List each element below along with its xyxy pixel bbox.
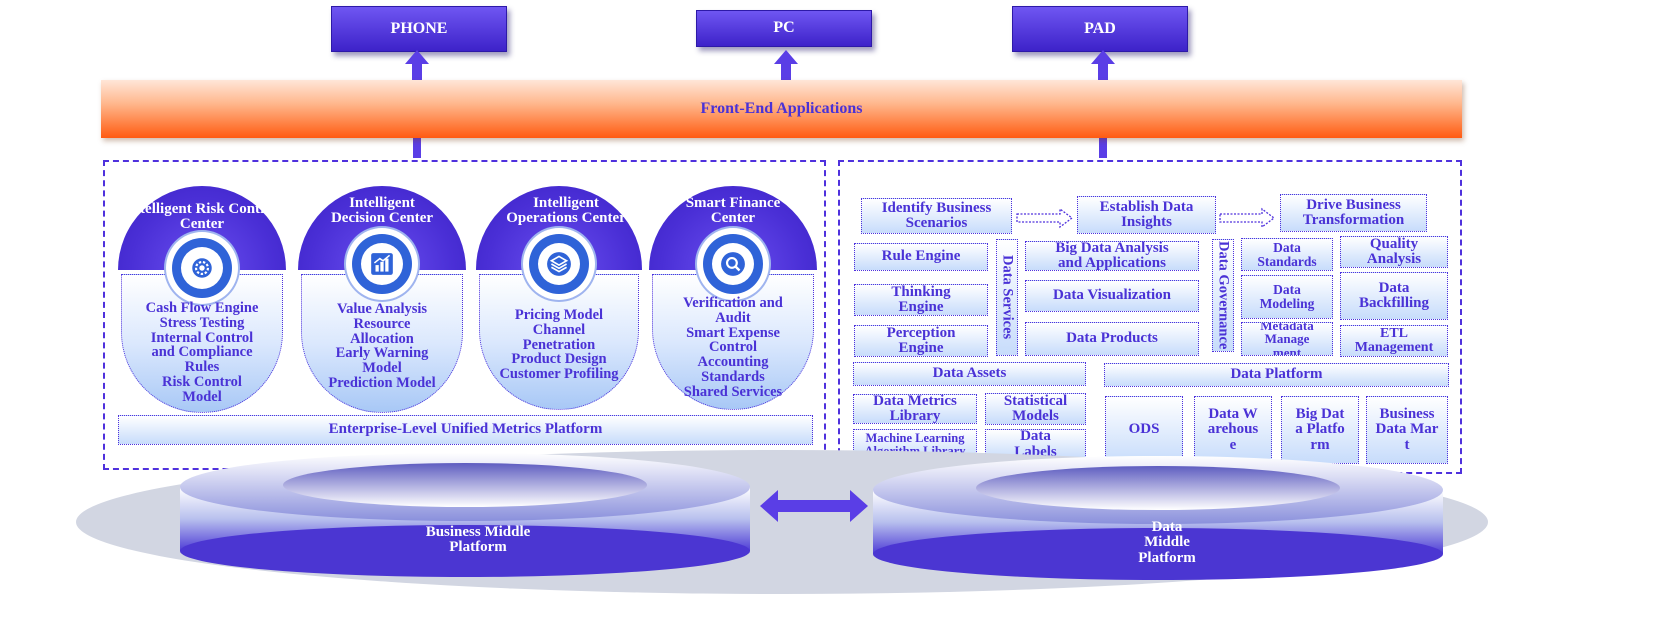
center-item: Channel Penetration	[522, 321, 596, 353]
center-item: Pricing Model	[514, 307, 604, 323]
thinking-engine-box: Thinking Engine	[854, 284, 988, 316]
etl-management-box: ETL Management	[1340, 325, 1448, 357]
center-item: Verification and Audit	[683, 295, 783, 326]
rule-engine-box: Rule Engine	[854, 243, 988, 271]
center-item: Prediction Model	[328, 374, 436, 391]
center-item: Value Analysis	[336, 301, 428, 317]
center-body	[652, 274, 814, 410]
pad-device-box: PAD	[1012, 6, 1188, 52]
center-body	[479, 274, 639, 410]
center-item: Internal Control and Compliance Rules	[150, 329, 254, 376]
center-item: Stress Testing	[159, 314, 245, 331]
center-decision: Intelligent Decision Center Value Analys…	[298, 186, 466, 413]
center-operations: Intelligent Operations Center Pricing Mo…	[476, 186, 642, 410]
flow-drive-transformation: Drive Business Transformation	[1280, 194, 1427, 232]
data-standards-box: Data Standards	[1241, 238, 1333, 271]
quality-analysis-box: Quality Analysis	[1340, 236, 1448, 268]
data-visualization-box: Data Visualization	[1025, 280, 1199, 312]
flow-identify-scenarios: Identify Business Scenarios	[861, 198, 1012, 234]
business-middle-platform-label: Business Middle Platform	[425, 523, 531, 555]
search-icon	[703, 234, 763, 294]
center-finance: Smart Finance Center Verification and Au…	[649, 186, 817, 410]
bar-chart-icon	[352, 234, 412, 294]
data-labels-box: Data Labels	[985, 429, 1086, 460]
phone-device-box: PHONE	[331, 6, 507, 52]
platform-base	[76, 450, 1488, 594]
metrics-platform-bar: Enterprise-Level Unified Metrics Platfor…	[118, 415, 813, 445]
metadata-management-box: Metadata Management	[1241, 322, 1333, 356]
center-item: Cash Flow Engine	[145, 300, 259, 316]
center-item: Customer Profiling	[499, 366, 619, 383]
ods-box: ODS	[1105, 396, 1183, 464]
gear-icon	[172, 238, 232, 298]
flow-establish-insights: Establish Data Insights	[1077, 196, 1216, 234]
flow-arrows	[1016, 207, 1276, 229]
data-services-box: Data Services	[996, 239, 1018, 356]
up-arrows	[405, 50, 1115, 158]
statistical-models-box: Statistical Models	[985, 393, 1086, 425]
data-products-box: Data Products	[1025, 322, 1199, 356]
center-item: Product Design	[511, 351, 607, 368]
data-middle-platform-label: Data Middle Platform	[1138, 519, 1196, 566]
center-item: Resource Allocation	[350, 315, 414, 347]
layers-icon	[529, 234, 589, 294]
center-item: Shared Services	[683, 383, 783, 400]
big-data-analysis-box: Big Data Analysis and Applications	[1025, 240, 1199, 271]
perception-engine-box: Perception Engine	[854, 325, 988, 357]
data-backfilling-box: Data Backfilling	[1340, 272, 1448, 320]
data-assets-box: Data Assets	[853, 362, 1086, 386]
data-modeling-box: Data Modeling	[1241, 275, 1333, 319]
business-data-mart-box: Business Data Mart	[1366, 396, 1448, 464]
center-item: Accounting Standards	[697, 354, 769, 385]
center-risk-control: Intelligent Risk Control Center Cash Flo…	[118, 186, 286, 413]
center-item: Risk Control Model	[162, 373, 242, 405]
data-metrics-library-box: Data Metrics Library	[853, 393, 977, 424]
data-platform-box: Data Platform	[1104, 363, 1449, 387]
center-item: Early Warning Model	[335, 345, 429, 377]
center-item: Smart Expense Control	[686, 324, 780, 356]
data-governance-box: Data Governance	[1212, 239, 1234, 352]
pc-device-box: PC	[696, 10, 872, 47]
front-end-applications-bar: Front-End Applications	[101, 80, 1462, 138]
data-warehouse-box: Data Warehouse	[1194, 396, 1272, 464]
